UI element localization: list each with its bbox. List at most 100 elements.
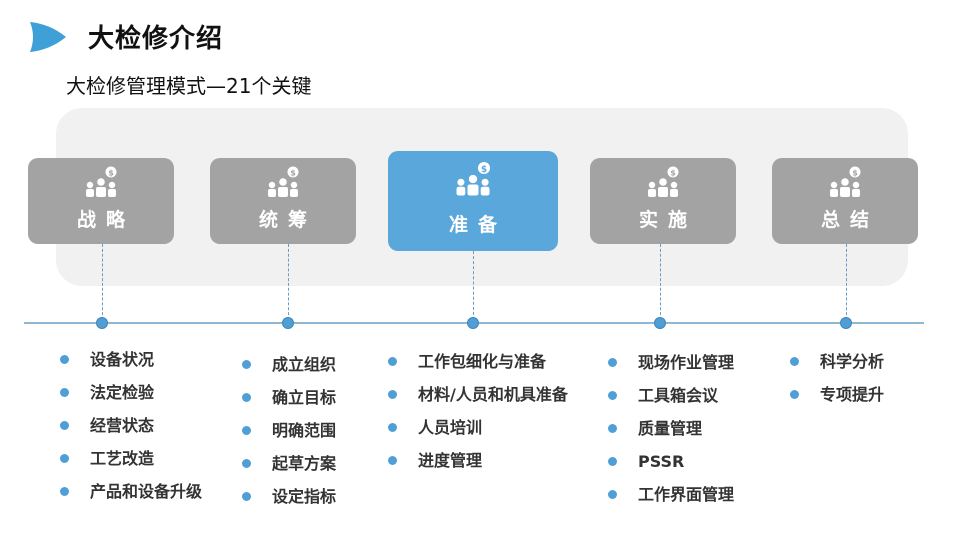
list-item: 科学分析 [790,350,884,383]
svg-text:$: $ [852,169,858,178]
list-item: 材料/人员和机具准备 [388,383,568,416]
svg-text:$: $ [670,169,676,178]
svg-text:$: $ [481,165,487,175]
list-item: 现场作业管理 [608,351,734,384]
list-item: 专项提升 [790,383,884,416]
timeline-node [282,317,294,329]
stage-label: 统筹 [258,209,317,231]
list-item-text: 专项提升 [820,385,885,404]
bullet-dot [242,459,251,468]
list-item-text: 科学分析 [820,352,885,371]
bullet-dot [60,421,69,430]
list-item: 人员培训 [388,416,568,449]
list-item: 质量管理 [608,417,734,450]
bullet-dot [608,424,617,433]
people-dollar-icon: $ [268,166,299,197]
list-item: 明确范围 [242,419,336,452]
list-item: PSSR [608,450,734,483]
page-title: 大检修介绍 [88,24,224,54]
stage-summary-items: 科学分析 专项提升 [790,350,884,416]
bullet-dot [388,390,397,399]
list-item-text: 工作包细化与准备 [418,352,547,371]
timeline-node [840,317,852,329]
list-item: 进度管理 [388,449,568,482]
stage-summary: $ 总结 [772,158,918,244]
list-item-text: 成立组织 [272,355,337,374]
timeline-node [467,317,479,329]
bullet-dot [242,426,251,435]
list-item: 产品和设备升级 [60,480,202,513]
list-item-text: 工艺改造 [90,449,155,468]
bullet-dot [242,360,251,369]
stage-preparation: $ 准备 [388,151,558,251]
list-item: 确立目标 [242,386,336,419]
people-dollar-icon: $ [830,166,861,197]
list-item-text: 法定检验 [90,383,155,402]
stage-label: 准备 [448,214,507,236]
bullet-dot [790,357,799,366]
connector-line [846,244,847,320]
list-item-text: 工作界面管理 [638,485,735,504]
bullet-dot [60,355,69,364]
page-subtitle: 大检修管理模式—21个关键 [66,74,312,98]
people-dollar-icon: $ [456,161,491,196]
stage-label: 实施 [638,209,697,231]
bullet-dot [388,357,397,366]
stage-strategy: $ 战略 [28,158,174,244]
header-triangle-icon [30,22,66,52]
list-item-text: 产品和设备升级 [90,482,203,501]
list-item-text: 经营状态 [90,416,155,435]
bullet-dot [608,457,617,466]
bullet-dot [60,388,69,397]
connector-line [660,244,661,320]
list-item: 法定检验 [60,381,202,414]
list-item-text: 确立目标 [272,388,337,407]
bullet-dot [60,487,69,496]
list-item: 起草方案 [242,452,336,485]
stage-implementation-items: 现场作业管理 工具箱会议 质量管理 PSSR 工作界面管理 [608,351,734,516]
list-item: 成立组织 [242,353,336,386]
list-item: 经营状态 [60,414,202,447]
list-item-text: 设备状况 [90,350,155,369]
list-item-text: 工具箱会议 [638,386,719,405]
list-item-text: 材料/人员和机具准备 [418,385,568,404]
svg-text:$: $ [108,169,114,178]
list-item-text: 人员培训 [418,418,483,437]
bullet-dot [242,492,251,501]
stage-implementation: $ 实施 [590,158,736,244]
connector-line [288,244,289,320]
bullet-dot [60,454,69,463]
stage-preparation-items: 工作包细化与准备 材料/人员和机具准备 人员培训 进度管理 [388,350,568,482]
stage-label: 战略 [76,209,135,231]
bullet-dot [242,393,251,402]
list-item: 工作界面管理 [608,483,734,516]
bullet-dot [388,423,397,432]
list-item-text: 进度管理 [418,451,483,470]
list-item: 设备状况 [60,348,202,381]
stage-planning-items: 成立组织 确立目标 明确范围 起草方案 设定指标 [242,353,336,518]
stage-strategy-items: 设备状况 法定检验 经营状态 工艺改造 产品和设备升级 [60,348,202,513]
connector-line [473,251,474,320]
list-item: 设定指标 [242,485,336,518]
list-item: 工具箱会议 [608,384,734,417]
list-item-text: 质量管理 [638,419,703,438]
stage-label: 总结 [820,209,879,231]
list-item: 工艺改造 [60,447,202,480]
bullet-dot [608,358,617,367]
svg-text:$: $ [290,169,296,178]
list-item: 工作包细化与准备 [388,350,568,383]
list-item-text: 现场作业管理 [638,353,735,372]
bullet-dot [608,490,617,499]
list-item-text: 起草方案 [272,454,337,473]
stage-planning: $ 统筹 [210,158,356,244]
timeline-node [96,317,108,329]
people-dollar-icon: $ [648,166,679,197]
list-item-text: PSSR [638,452,685,471]
bullet-dot [790,390,799,399]
timeline-node [654,317,666,329]
people-dollar-icon: $ [86,166,117,197]
connector-line [102,244,103,320]
list-item-text: 明确范围 [272,421,337,440]
list-item-text: 设定指标 [272,487,337,506]
bullet-dot [388,456,397,465]
